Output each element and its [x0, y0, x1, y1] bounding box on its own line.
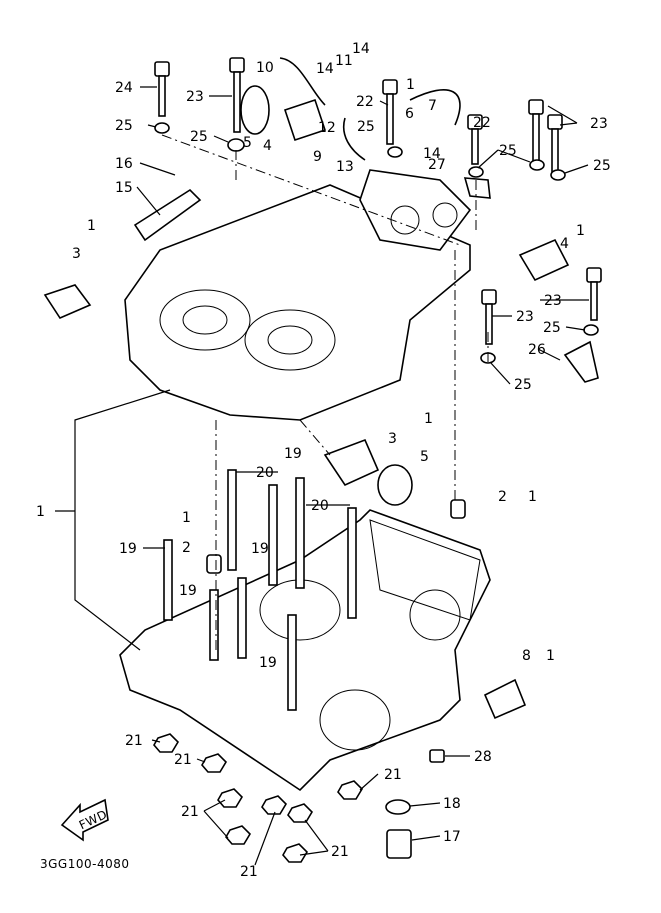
lower-crankcase [119, 509, 491, 792]
callout-label: 21 [384, 767, 402, 783]
callout-label: 19 [284, 446, 302, 462]
callout-label: 1 [87, 218, 96, 234]
callout-label: 20 [311, 498, 329, 514]
callout-label: 20 [256, 465, 274, 481]
callout-label: 1 [528, 489, 537, 505]
callout-label: 1 [576, 223, 585, 239]
callout-label: 14 [423, 146, 441, 162]
callout-label: 17 [443, 829, 461, 845]
callout-label: 3 [388, 431, 397, 447]
callout-label: 24 [115, 80, 133, 96]
callout-label: 27 [428, 157, 446, 173]
callout-label: 19 [179, 583, 197, 599]
studs [163, 469, 357, 711]
callout-label: 14 [352, 41, 370, 57]
callout-label: 18 [443, 796, 461, 812]
callout-label: 23 [544, 293, 562, 309]
callout-label: 25 [357, 119, 375, 135]
callout-label: 25 [190, 129, 208, 145]
callout-label: 25 [543, 320, 561, 336]
callout-label: 4 [560, 236, 569, 252]
callout-label: 22 [356, 94, 374, 110]
callout-label: 2 [498, 489, 507, 505]
upper-crankcase [124, 169, 472, 421]
callout-label: 10 [256, 60, 274, 76]
callout-label: 23 [590, 116, 608, 132]
callout-label: 14 [316, 61, 334, 77]
callout-label: 19 [251, 541, 269, 557]
callout-label: 21 [331, 844, 349, 860]
callout-label: 3 [72, 246, 81, 262]
bolts [154, 57, 602, 345]
callout-label: 25 [499, 143, 517, 159]
callout-label: 21 [125, 733, 143, 749]
callout-label: 23 [516, 309, 534, 325]
callout-label: 21 [181, 804, 199, 820]
callout-label: 22 [473, 115, 491, 131]
callout-label: 1 [182, 510, 191, 526]
callout-label: 26 [528, 342, 546, 358]
callout-label: 5 [243, 135, 252, 151]
callout-label: 19 [259, 655, 277, 671]
callout-label: 13 [336, 159, 354, 175]
callout-label: 15 [115, 180, 133, 196]
callout-label: 11 [335, 53, 353, 69]
leader-lines [55, 86, 589, 866]
callout-label: 25 [514, 377, 532, 393]
callout-label: 1 [406, 77, 415, 93]
callout-label: 1 [424, 411, 433, 427]
callout-label: 8 [522, 648, 531, 664]
callout-label: 6 [405, 106, 414, 122]
callout-label: 28 [474, 749, 492, 765]
callout-label: 16 [115, 156, 133, 172]
callout-label: 12 [318, 120, 336, 136]
fwd-arrow: FWD [60, 798, 109, 842]
callout-label: 1 [36, 504, 45, 520]
callout-label: 2 [182, 540, 191, 556]
part-code: 3GG100-4080 [40, 857, 130, 871]
callout-label: 21 [240, 864, 258, 880]
callout-label: 4 [263, 138, 272, 154]
callout-label: 5 [420, 449, 429, 465]
callout-labels: 24 23 10 14 11 14 1 7 22 12 6 25 25 5 4 … [36, 41, 611, 880]
callout-label: 7 [428, 98, 437, 114]
callout-label: 19 [119, 541, 137, 557]
callout-label: 25 [115, 118, 133, 134]
callout-label: 1 [546, 648, 555, 664]
washers-nuts [43, 57, 599, 863]
callout-label: 21 [174, 752, 192, 768]
callout-label: 9 [313, 149, 322, 165]
callout-label: 23 [186, 89, 204, 105]
callout-label: 25 [593, 158, 611, 174]
